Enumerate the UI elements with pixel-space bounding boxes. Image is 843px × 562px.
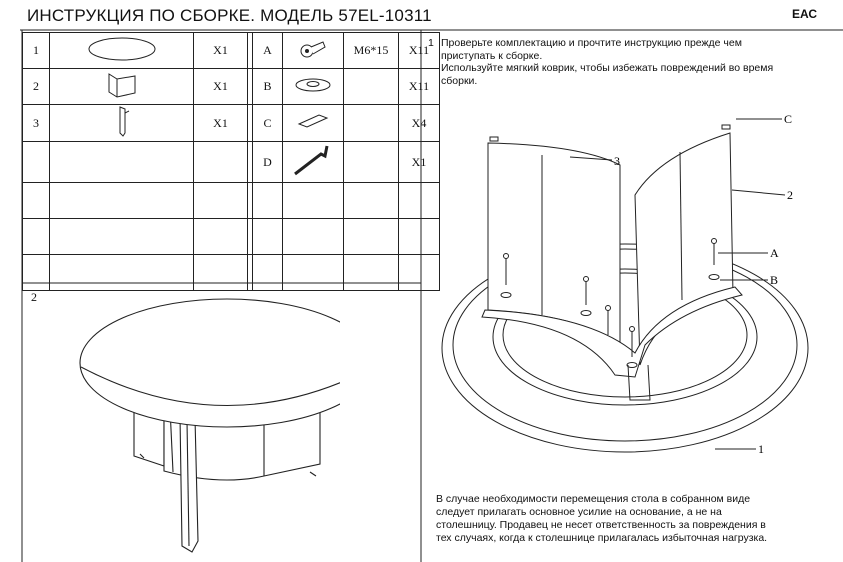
fitting-letter: B [252, 68, 283, 105]
fitting-image [282, 182, 344, 219]
label-tabletop: 1 [758, 442, 764, 456]
curved-panel-icon [105, 72, 139, 103]
part-image [49, 68, 194, 105]
note-line: столешницу. Продавец не несет ответствен… [436, 519, 766, 531]
thin-curved-panel-icon [112, 106, 132, 140]
fitting-size [343, 254, 399, 291]
part-qty: X1 [193, 32, 248, 69]
fitting-image [282, 218, 344, 255]
exploded-assembly-diagram: 3 2 C A B 1 [441, 112, 809, 456]
fitting-size [343, 218, 399, 255]
part-number: 3 [22, 104, 50, 142]
part-number [22, 182, 50, 219]
table-row [22, 218, 440, 255]
part-number [22, 254, 50, 291]
fitting-image [282, 104, 344, 142]
part-image [49, 182, 194, 219]
section-2-label: 2 [31, 290, 37, 304]
part-image [49, 254, 194, 291]
part-qty [193, 254, 248, 291]
fitting-qty: X1 [398, 141, 440, 183]
fitting-size [343, 68, 399, 105]
note-line: следует прилагать основное усилие на осн… [436, 506, 722, 518]
instruction-line: сборки. [441, 74, 478, 87]
fitting-letter [252, 254, 283, 291]
fitting-size [343, 182, 399, 219]
bolt-marks [503, 238, 717, 357]
instruction-step-1: 1 Проверьте комплектацию и прочтите инст… [428, 37, 828, 87]
label-panel-thin: 3 [614, 154, 620, 168]
part-image [49, 141, 194, 183]
page-title: ИНСТРУКЦИЯ ПО СБОРКЕ. МОДЕЛЬ 57EL-10311 [27, 6, 432, 25]
part-number [22, 141, 50, 183]
fitting-image [282, 141, 344, 183]
part-image [49, 32, 194, 69]
fitting-letter: C [252, 104, 283, 142]
table-row [22, 182, 440, 219]
note-line: тех случаях, когда к столешнице прилагал… [436, 532, 768, 544]
table-row: D X1 [22, 141, 440, 183]
handling-note: В случае необходимости перемещения стола… [436, 493, 821, 545]
step-number: 1 [428, 37, 434, 49]
fitting-qty [398, 254, 440, 291]
fitting-letter: D [252, 141, 283, 183]
eac-mark: ЕАС [792, 7, 818, 21]
note-line: В случае необходимости перемещения стола… [436, 493, 751, 505]
fitting-image [282, 68, 344, 105]
part-qty: X1 [193, 104, 248, 142]
fitting-size [343, 141, 399, 183]
assembled-table-drawing [79, 298, 340, 553]
round-tabletop-icon [87, 37, 157, 65]
label-pad: C [784, 112, 792, 126]
fitting-qty: X4 [398, 104, 440, 142]
fitting-qty: X11 [398, 32, 440, 69]
pad-icon [295, 114, 331, 133]
fitting-letter [252, 218, 283, 255]
fitting-image [282, 32, 344, 69]
instruction-line: Используйте мягкий коврик, чтобы избежат… [441, 62, 774, 74]
fitting-letter [252, 182, 283, 219]
part-qty [193, 141, 248, 183]
part-qty [193, 218, 248, 255]
bolt-icon [298, 40, 328, 63]
label-washer: B [770, 273, 778, 287]
label-bolt: A [770, 246, 779, 260]
fitting-letter: A [252, 32, 283, 69]
fitting-size [343, 104, 399, 142]
part-qty: X1 [193, 68, 248, 105]
label-panel-long: 2 [787, 188, 793, 202]
washer-icon [293, 78, 333, 97]
instruction-line: Проверьте комплектацию и прочтите инстру… [441, 37, 742, 49]
part-qty [193, 182, 248, 219]
fitting-image [282, 254, 344, 291]
instruction-line: приступать к сборке. [441, 49, 543, 62]
part-image [49, 104, 194, 142]
table-row [22, 254, 440, 291]
part-number: 2 [22, 68, 50, 105]
fitting-size: M6*15 [343, 32, 399, 69]
part-number: 1 [22, 32, 50, 69]
hex-key-icon [291, 145, 335, 181]
part-image [49, 218, 194, 255]
part-number [22, 218, 50, 255]
fitting-qty [398, 182, 440, 219]
